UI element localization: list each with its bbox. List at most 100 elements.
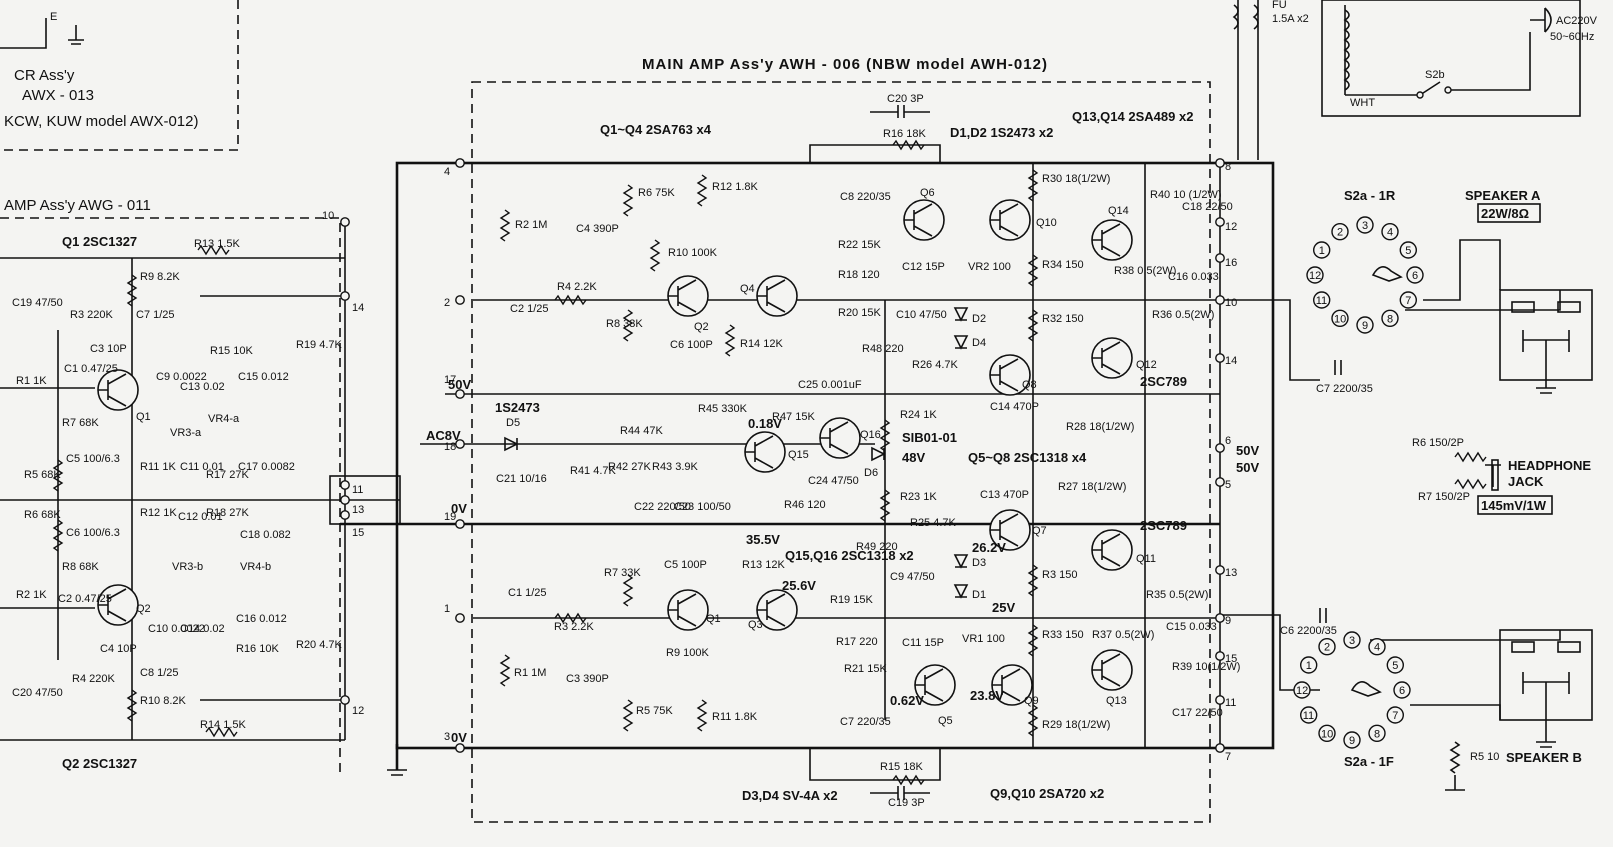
component-r1: R1 1M (514, 667, 546, 679)
component-r7p: R7 68K (62, 417, 99, 429)
switch-lower-number-12: 12 (1296, 685, 1308, 697)
component-c15p: C15 0.012 (238, 371, 289, 383)
component-r9: R9 100K (666, 647, 709, 659)
main-terminal-right-8: 8 (1225, 161, 1231, 173)
rail-label-v48: 48V (902, 450, 925, 465)
rotary-switch-upper-wiper (1371, 266, 1403, 282)
resistor-r5o (1449, 741, 1461, 774)
resistor-r11 (696, 699, 708, 732)
switch-upper-number-7: 7 (1405, 295, 1411, 307)
component-r8: R8 33K (606, 318, 643, 330)
switch-lower-number-1: 1 (1306, 660, 1312, 672)
main-terminal-right-5: 5 (1225, 479, 1231, 491)
component-r42: R42 27K (608, 461, 651, 473)
component-r11: R11 1.8K (712, 711, 758, 723)
switch-lower-number-7: 7 (1392, 710, 1398, 722)
component-r16p: R16 10K (236, 643, 279, 655)
fuse-wires (1237, 0, 1259, 160)
resistor-r3b (1027, 564, 1039, 597)
main-terminal-left-4: 4 (444, 166, 450, 178)
transistor-label-lower-q7: Q7 (1032, 525, 1047, 537)
group-label-q1q4: Q1~Q4 2SA763 x4 (600, 122, 712, 137)
resistor-r30 (1027, 169, 1039, 202)
resistor-r3 (554, 612, 587, 624)
main-terminal-left-3: 3 (444, 731, 450, 743)
component-r12: R12 1.8K (712, 181, 759, 193)
component-r2: R2 1M (515, 219, 547, 231)
switch-upper-number-5: 5 (1405, 245, 1411, 257)
component-c18p: C18 0.082 (240, 529, 291, 541)
speaker-b-icon (1522, 672, 1570, 712)
component-r4p: R4 220K (72, 673, 115, 685)
component-r38: R38 0.5(2W) (1114, 265, 1176, 277)
switch-upper-number-6: 6 (1412, 270, 1418, 282)
output-label-speaker_a_rating: 22W/8Ω (1481, 206, 1529, 221)
resistor-r5p (52, 459, 64, 492)
component-r30: R30 18(1/2W) (1042, 173, 1110, 185)
transistor-label-upper-q2: Q2 (694, 321, 709, 333)
component-r22: R22 15K (838, 239, 881, 251)
component-c10p: C10 0.0022 (148, 623, 205, 635)
amp-assy-title: AMP Ass'y AWG - 011 (4, 197, 151, 214)
resistor-r29 (1027, 704, 1039, 737)
component-c16: C16 0.033 (1168, 271, 1219, 283)
component-c1p: C1 0.47/25 (64, 363, 118, 375)
group-label-d3d4: D3,D4 SV-4A x2 (742, 788, 838, 803)
output-label-headphone: HEADPHONE (1508, 458, 1591, 473)
main-terminal-left-19-point (455, 519, 465, 529)
component-r19: R19 15K (830, 594, 873, 606)
component-c9: C9 47/50 (890, 571, 935, 583)
diode-label-d4: D4 (972, 337, 986, 349)
feedback-loop-upper (809, 144, 941, 163)
speaker-a-terminal-2 (1557, 301, 1581, 313)
component-r20p: R20 4.7K (296, 639, 343, 651)
component-vr3b: VR3-b (172, 561, 203, 573)
transistor-label-lower-q11: Q11 (1136, 553, 1156, 565)
component-vr4b: VR4-b (240, 561, 271, 573)
switch-upper-contact-2 (1331, 222, 1349, 241)
power-supply-box (1321, 0, 1581, 117)
component-c4p: C4 10P (100, 643, 137, 655)
pre-terminal-15-point (340, 510, 350, 520)
resistor-r9p (126, 274, 138, 307)
component-r26: R26 4.7K (912, 359, 959, 371)
component-r12p: R12 1K (140, 507, 177, 519)
component-r3b: R3 150 (1042, 569, 1077, 581)
cr-assy-title: CR Ass'y (14, 67, 75, 84)
component-c2p: C2 0.47/25 (58, 593, 112, 605)
switch-lower-number-8: 8 (1374, 728, 1380, 740)
passive-symbols (52, 105, 1487, 800)
speaker-b-ground (1536, 712, 1556, 748)
group-label-d5_type: 1S2473 (495, 400, 540, 415)
component-c23: C23 100/50 (674, 501, 731, 513)
diode-label-d5: D5 (506, 417, 520, 429)
main-terminal-right-16: 16 (1225, 257, 1237, 269)
switch-upper-contact-4 (1381, 222, 1399, 241)
switch-lower-number-6: 6 (1399, 685, 1405, 697)
main-terminal-left-18: 18 (444, 441, 456, 453)
diode-d6 (871, 446, 886, 462)
component-r43: R43 3.9K (652, 461, 699, 473)
main-terminal-right-7: 7 (1225, 751, 1231, 763)
component-c6p: C6 100/6.3 (66, 527, 120, 539)
component-c13p: C13 0.02 (180, 381, 225, 393)
component-c7p: C7 1/25 (136, 309, 175, 321)
switch-upper-number-11: 11 (1316, 295, 1327, 307)
main-terminal-right-7-point (1215, 743, 1225, 753)
switch-lower-contact-4 (1368, 638, 1386, 656)
voltage-v062: 0.62V (890, 693, 924, 708)
component-c21: C21 10/16 (496, 473, 547, 485)
resistor-r34 (1027, 254, 1039, 287)
output-label-r7o: R7 150/2P (1418, 491, 1470, 503)
component-r13: R13 12K (742, 559, 785, 571)
component-r5: R5 75K (636, 705, 673, 717)
component-c12: C12 15P (902, 261, 945, 273)
component-c10: C10 47/50 (896, 309, 947, 321)
main-terminal-right-15: 15 (1225, 653, 1237, 665)
pre-terminal-14-point (340, 291, 350, 301)
main-amp-outline (471, 81, 1211, 823)
resistor-r10p (126, 689, 138, 722)
rail-label-ac8v: AC8V (426, 428, 461, 443)
resistor-r1 (499, 654, 511, 687)
